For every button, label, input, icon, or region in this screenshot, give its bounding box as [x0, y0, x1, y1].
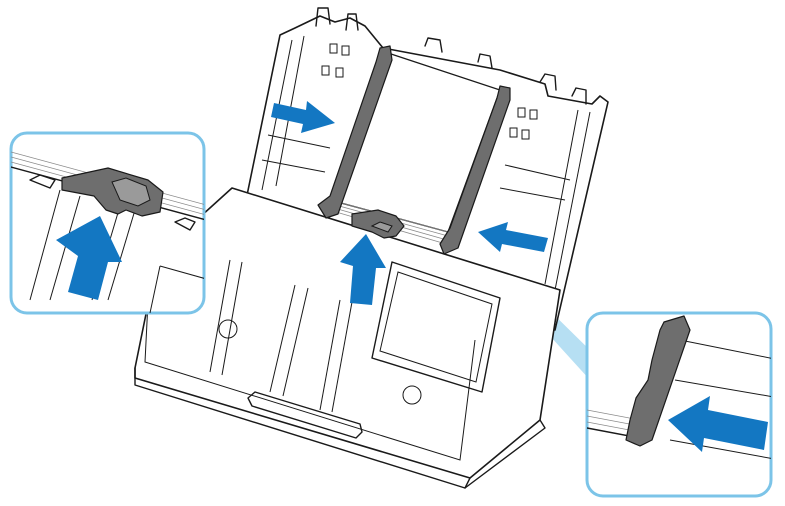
paper-guide-front [351, 209, 405, 239]
paper-guide-side-right [439, 85, 511, 255]
side-guide-detail-callout [585, 311, 773, 498]
front-guide-detail-callout [9, 131, 206, 315]
arrow-right-icon [271, 101, 335, 133]
paper-guide-side-left [317, 45, 393, 219]
arrow-left-icon [478, 222, 548, 252]
arrow-up-icon [340, 234, 386, 305]
